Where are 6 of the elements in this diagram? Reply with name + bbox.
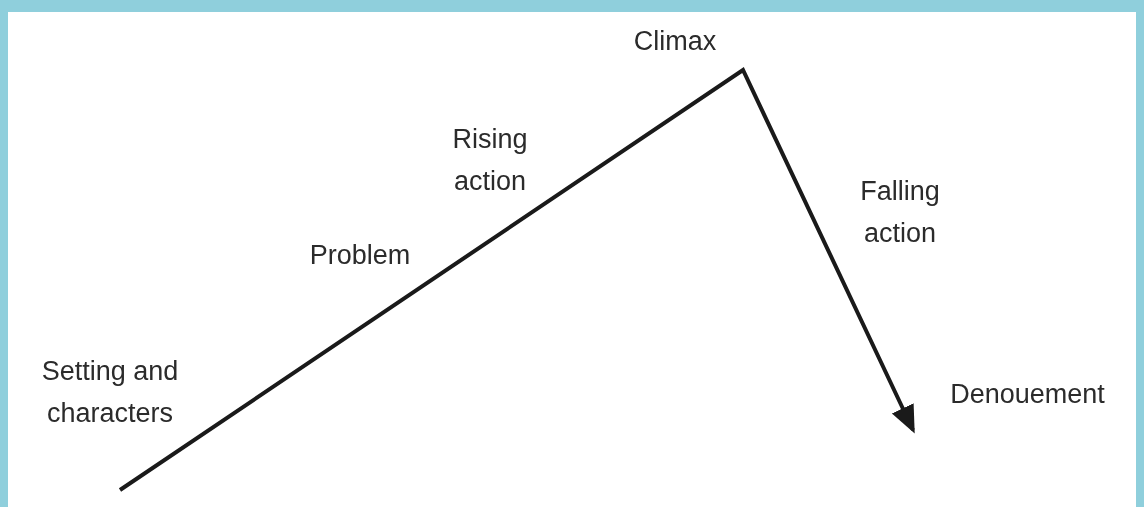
stage-label: Problem	[308, 239, 412, 272]
stage-label: Setting and characters	[40, 355, 180, 430]
stage-label: Rising action	[451, 123, 529, 198]
stage-label: Climax	[632, 25, 718, 58]
stage-label: Falling action	[859, 175, 941, 250]
stage-label: Denouement	[949, 378, 1106, 411]
